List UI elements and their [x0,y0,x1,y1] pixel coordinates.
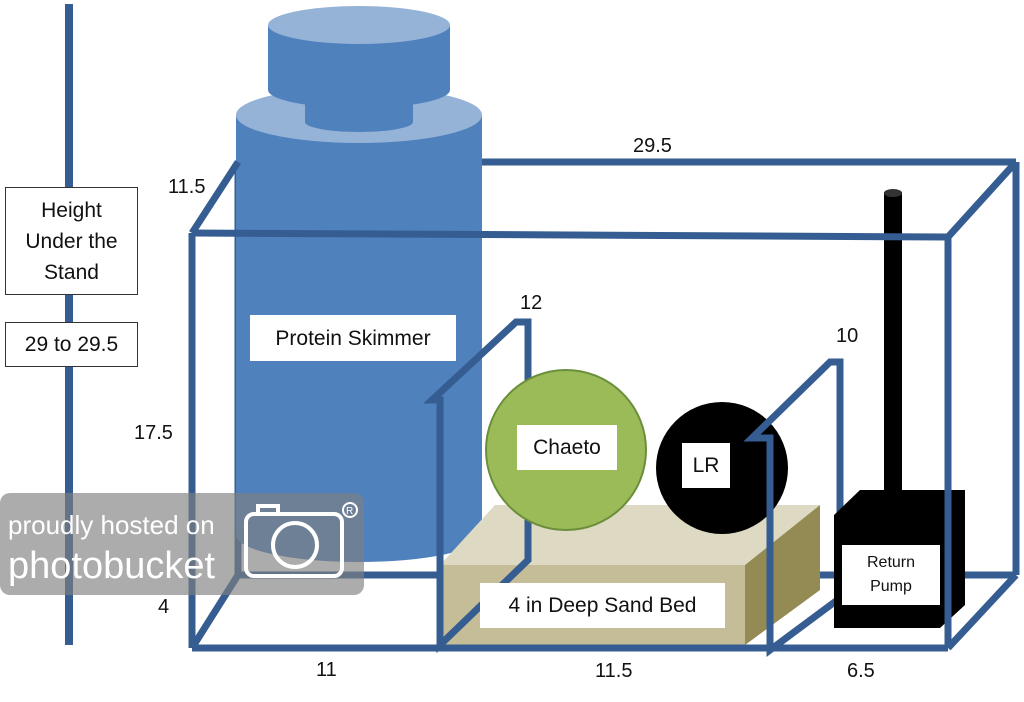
live-rock-text: LR [692,454,720,477]
protein-skimmer-text: Protein Skimmer [275,326,431,350]
return-pump-line-1: Return [866,554,916,571]
top-length-label: 29.5 [633,135,672,157]
height-line-1: Height [41,198,102,222]
baffle-2-height-label: 10 [836,325,858,347]
baffle-1 [423,318,532,654]
section-3-width-label: 6.5 [847,660,875,682]
section-2-width-label: 11.5 [595,660,632,682]
return-pump-line-2: Pump [870,578,912,595]
height-line-2: Under the [25,229,118,253]
protein-skimmer [236,6,482,562]
height-label: 17.5 [134,422,173,444]
live-rock-label: LR [682,443,730,488]
sand-bed-label: 4 in Deep Sand Bed [480,583,725,628]
protein-skimmer-label: Protein Skimmer [250,315,456,361]
height-value: 29 to 29.5 [24,333,119,356]
bottom-left-height-label: 4 [158,596,169,618]
camera-icon [244,504,344,578]
baffle-1-height-label: 12 [520,292,542,314]
registered-mark-icon [342,502,358,518]
watermark-line-2: photobucket [8,545,215,587]
height-under-stand-box: Height Under the Stand [5,187,138,295]
height-line-3: Stand [44,260,99,284]
svg-text:R: R [346,506,353,517]
depth-label: 11.5 [168,176,205,198]
watermark-line-1: proudly hosted on [8,510,215,540]
return-pump-label: Return Pump [842,545,940,605]
sand-bed-text: 4 in Deep Sand Bed [508,594,697,617]
chaeto-label: Chaeto [517,425,617,470]
section-1-width-label: 11 [316,659,337,681]
height-value-box: 29 to 29.5 [5,322,138,367]
photobucket-watermark: proudly hosted on photobucket R [0,493,364,595]
chaeto-text: Chaeto [533,436,601,459]
